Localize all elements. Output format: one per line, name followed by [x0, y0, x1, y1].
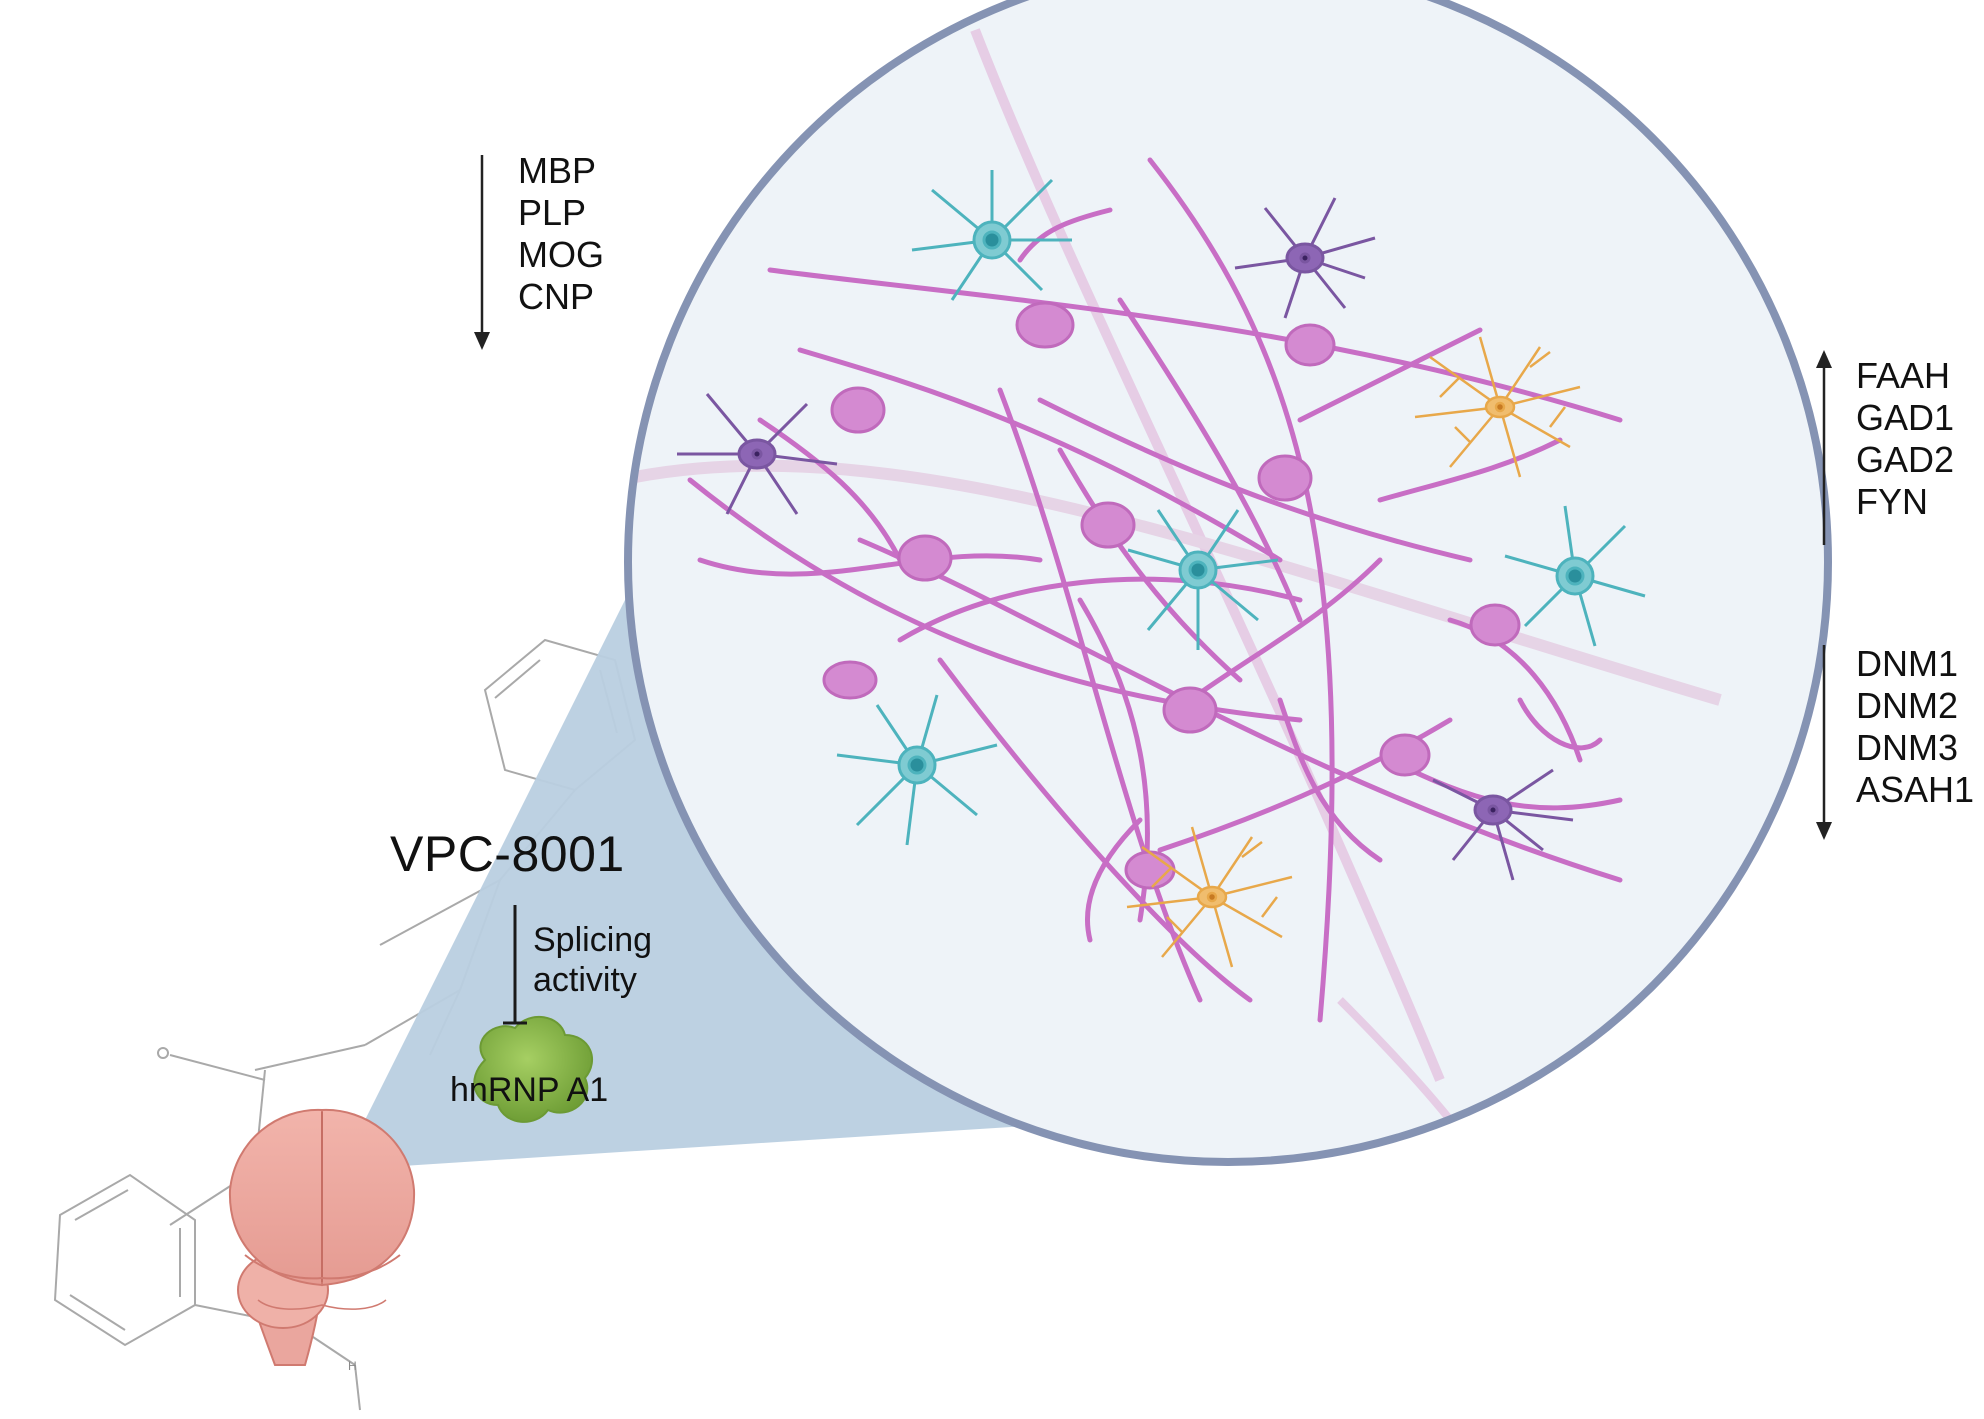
- gene-label: FAAH: [1856, 355, 1951, 396]
- gene-label: MBP: [518, 150, 597, 191]
- neuron-somas: [822, 301, 1521, 890]
- brain-icon: [228, 1108, 416, 1366]
- inhibition-label: Splicing activity: [533, 920, 652, 1000]
- microglia: [836, 170, 1646, 846]
- gene-label: DNM1: [1856, 643, 1959, 684]
- oligodendrocytes: [677, 197, 1574, 881]
- inhibition-label-line2: activity: [533, 961, 637, 999]
- gene-label: GAD1: [1856, 397, 1955, 438]
- astrocytes: [1126, 336, 1581, 968]
- gene-label: CNP: [518, 276, 595, 317]
- gene-label: FYN: [1856, 481, 1928, 522]
- gene-list-upregulated: FAAH GAD1 GAD2 FYN: [1856, 355, 1954, 523]
- up-arrow-icon: [1816, 350, 1832, 545]
- gene-label: ASAH1: [1856, 769, 1975, 810]
- protein-icon: [473, 1015, 594, 1123]
- gene-label: DNM3: [1856, 727, 1959, 768]
- compound-label: VPC-8001: [390, 826, 625, 882]
- protein-label: hnRNP A1: [450, 1071, 609, 1109]
- inhibition-label-line1: Splicing: [533, 921, 653, 959]
- gene-label: MOG: [518, 234, 604, 275]
- down-arrow-icon: [474, 155, 490, 350]
- gene-list-downregulated-myelin: MBP PLP MOG CNP: [518, 150, 604, 318]
- down-arrow-icon: [1816, 645, 1832, 840]
- gene-list-downregulated: DNM1 DNM2 DNM3 ASAH1: [1856, 643, 1974, 811]
- gene-label: GAD2: [1856, 439, 1955, 480]
- gene-label: PLP: [518, 192, 587, 233]
- gene-label: DNM2: [1856, 685, 1959, 726]
- magnified-tissue-circle: [624, 0, 1832, 1166]
- inhibition-bar-icon: [503, 905, 527, 1025]
- molecule-atom-label: H: [348, 1359, 357, 1373]
